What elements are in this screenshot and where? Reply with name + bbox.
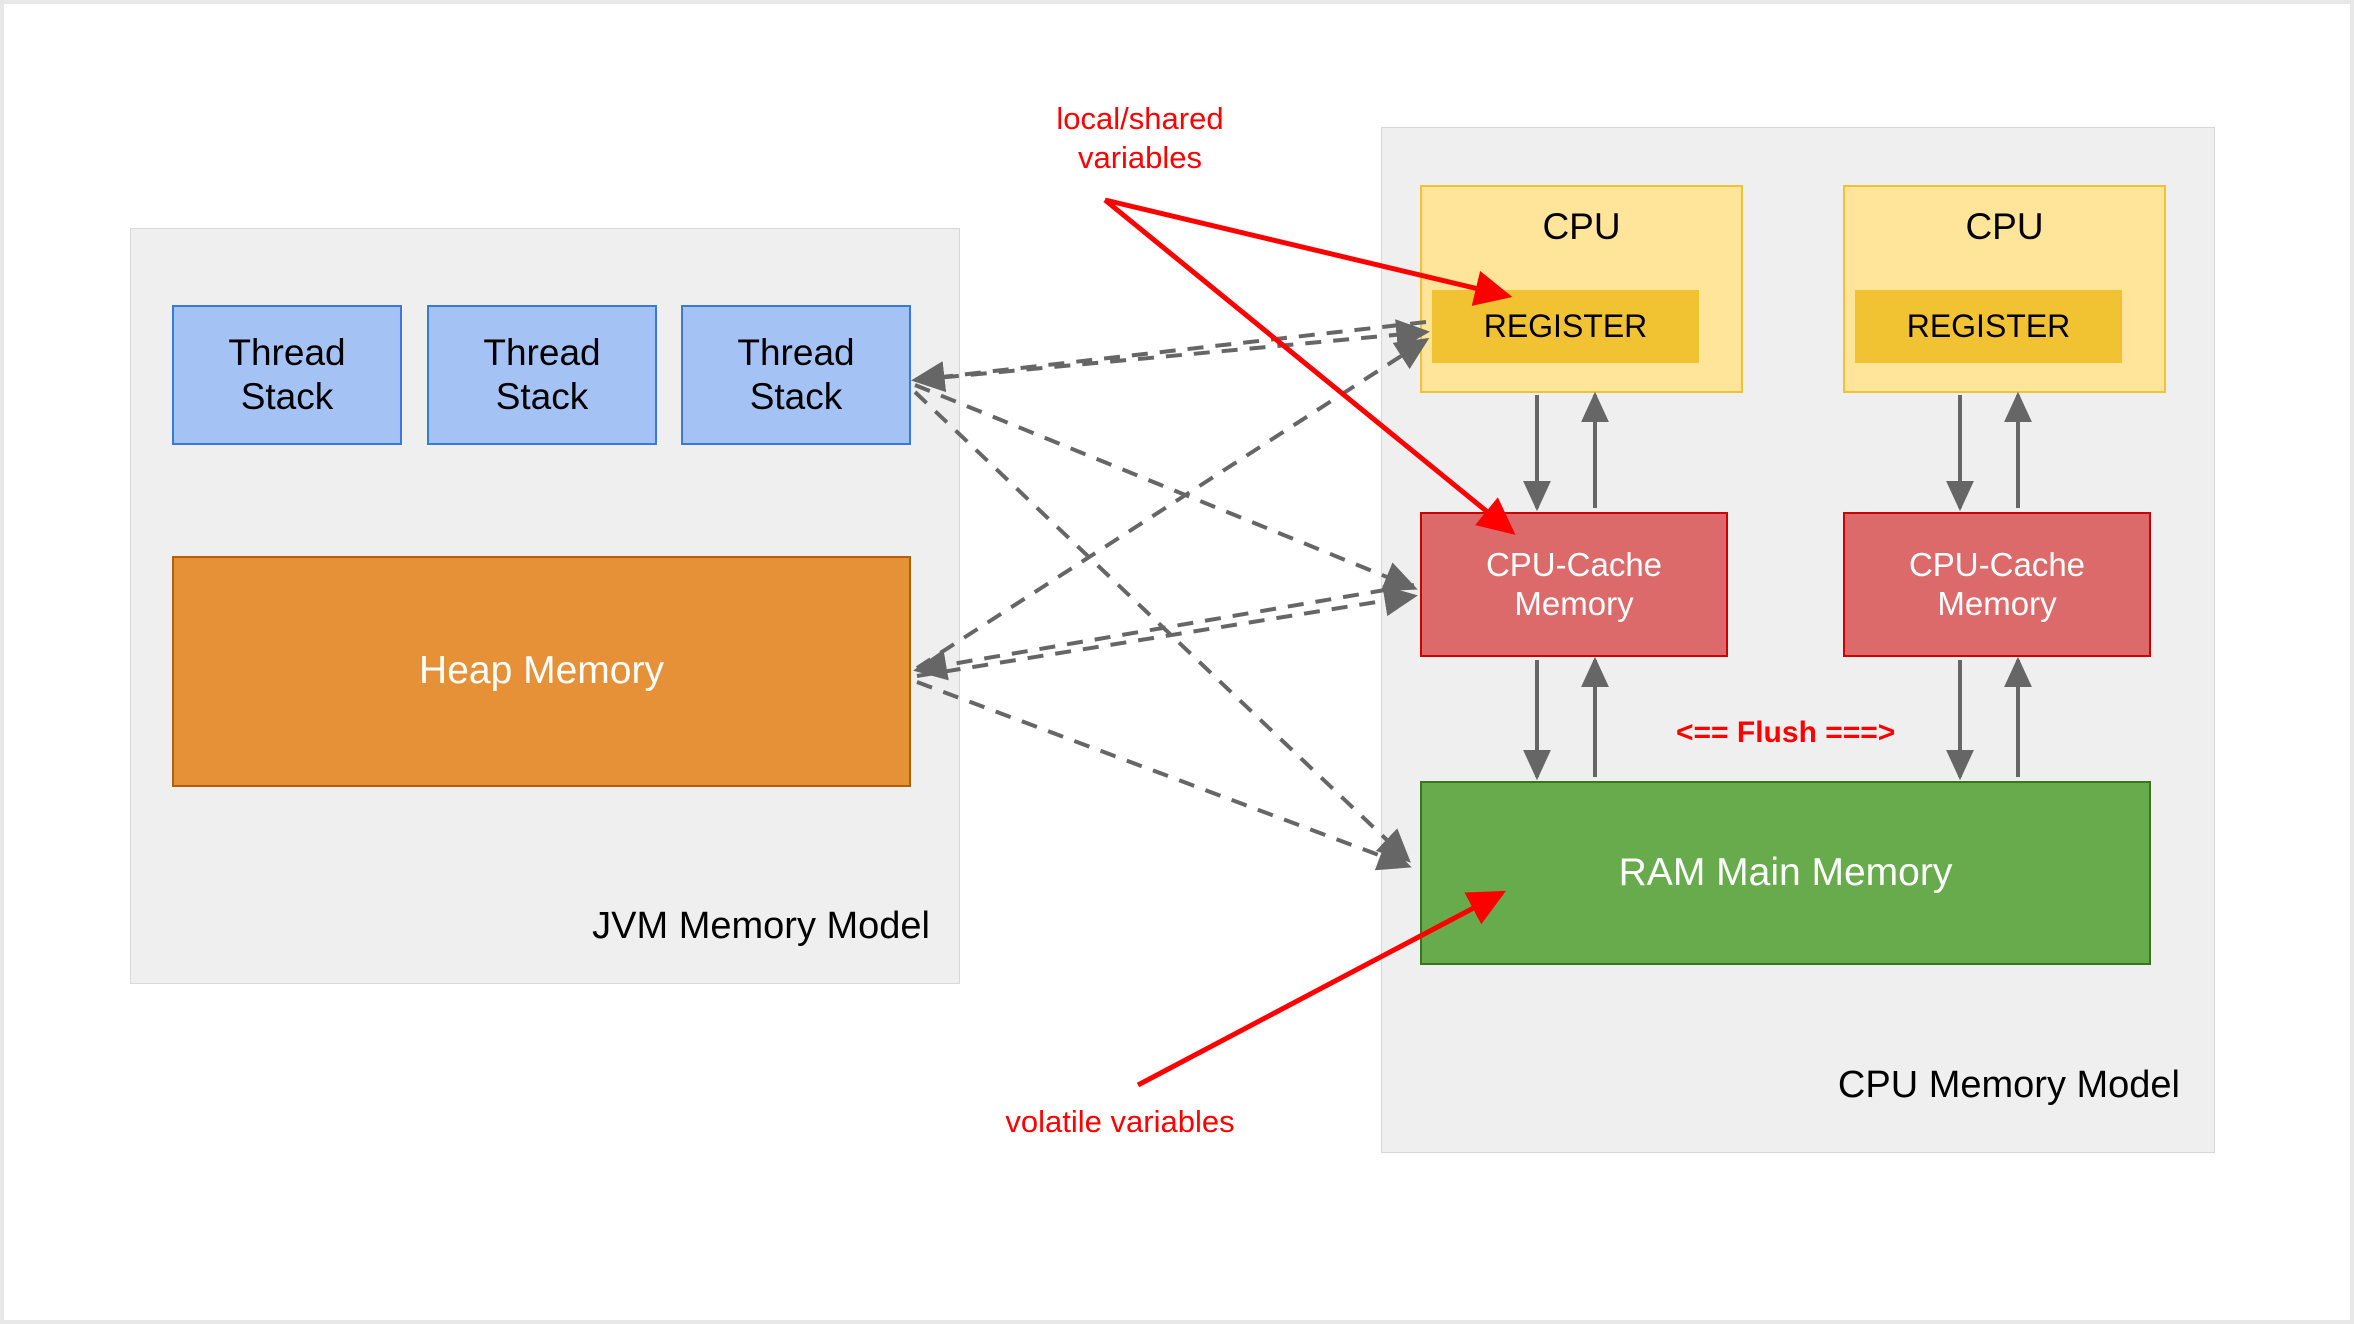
dashed-arrow-cache-to-heap [913,583,1415,681]
thread-stack-label-1: Thread Stack [228,332,346,417]
dashed-arrow-heap-to-cache [916,585,1418,678]
register-label-2: REGISTER [1906,307,2071,344]
ram-main-memory-label: RAM Main Memory [1618,850,1953,894]
local-shared-variables-annotation: local/shared variables [1056,101,1224,175]
cpu-panel-title: CPU Memory Model [1837,1064,2180,1106]
dashed-arrow-threadstack-to-ram [913,390,1411,863]
thread-stack-label-2: Thread Stack [483,332,601,417]
register-box-1[interactable]: REGISTER [1432,290,1699,363]
thread-stack-box-3[interactable]: Thread Stack [681,305,911,445]
jvm-panel-title: JVM Memory Model [592,905,930,947]
heap-memory-label: Heap Memory [419,649,664,693]
cpu-label-1: CPU [1542,206,1621,247]
ram-main-memory-box[interactable]: RAM Main Memory [1420,781,2151,965]
thread-stack-box-2[interactable]: Thread Stack [427,305,657,445]
volatile-variables-annotation: volatile variables [1005,1104,1235,1139]
dashed-arrow-threadstack-to-register [914,319,1430,382]
flush-label: <== Flush ===> [1676,716,1896,749]
dashed-arrow-threadstack-to-cache [914,383,1418,592]
register-box-2[interactable]: REGISTER [1855,290,2122,363]
dashed-arrow-heap-to-register [915,337,1430,670]
cpu-cache-box-2[interactable]: CPU-Cache Memory [1843,512,2151,657]
cpu-label-2: CPU [1965,206,2044,247]
cpu-cache-box-1[interactable]: CPU-Cache Memory [1420,512,1728,657]
cpu-cache-label-2: CPU-Cache Memory [1908,545,2086,622]
dashed-arrow-register-to-threadstack [911,320,1427,393]
cpu-cache-label-1: CPU-Cache Memory [1485,545,1663,622]
register-label-1: REGISTER [1483,307,1648,344]
thread-stack-box-1[interactable]: Thread Stack [172,305,402,445]
heap-memory-box[interactable]: Heap Memory [172,556,911,787]
dashed-arrow-heap-to-ram [916,680,1412,871]
thread-stack-label-3: Thread Stack [737,332,855,417]
